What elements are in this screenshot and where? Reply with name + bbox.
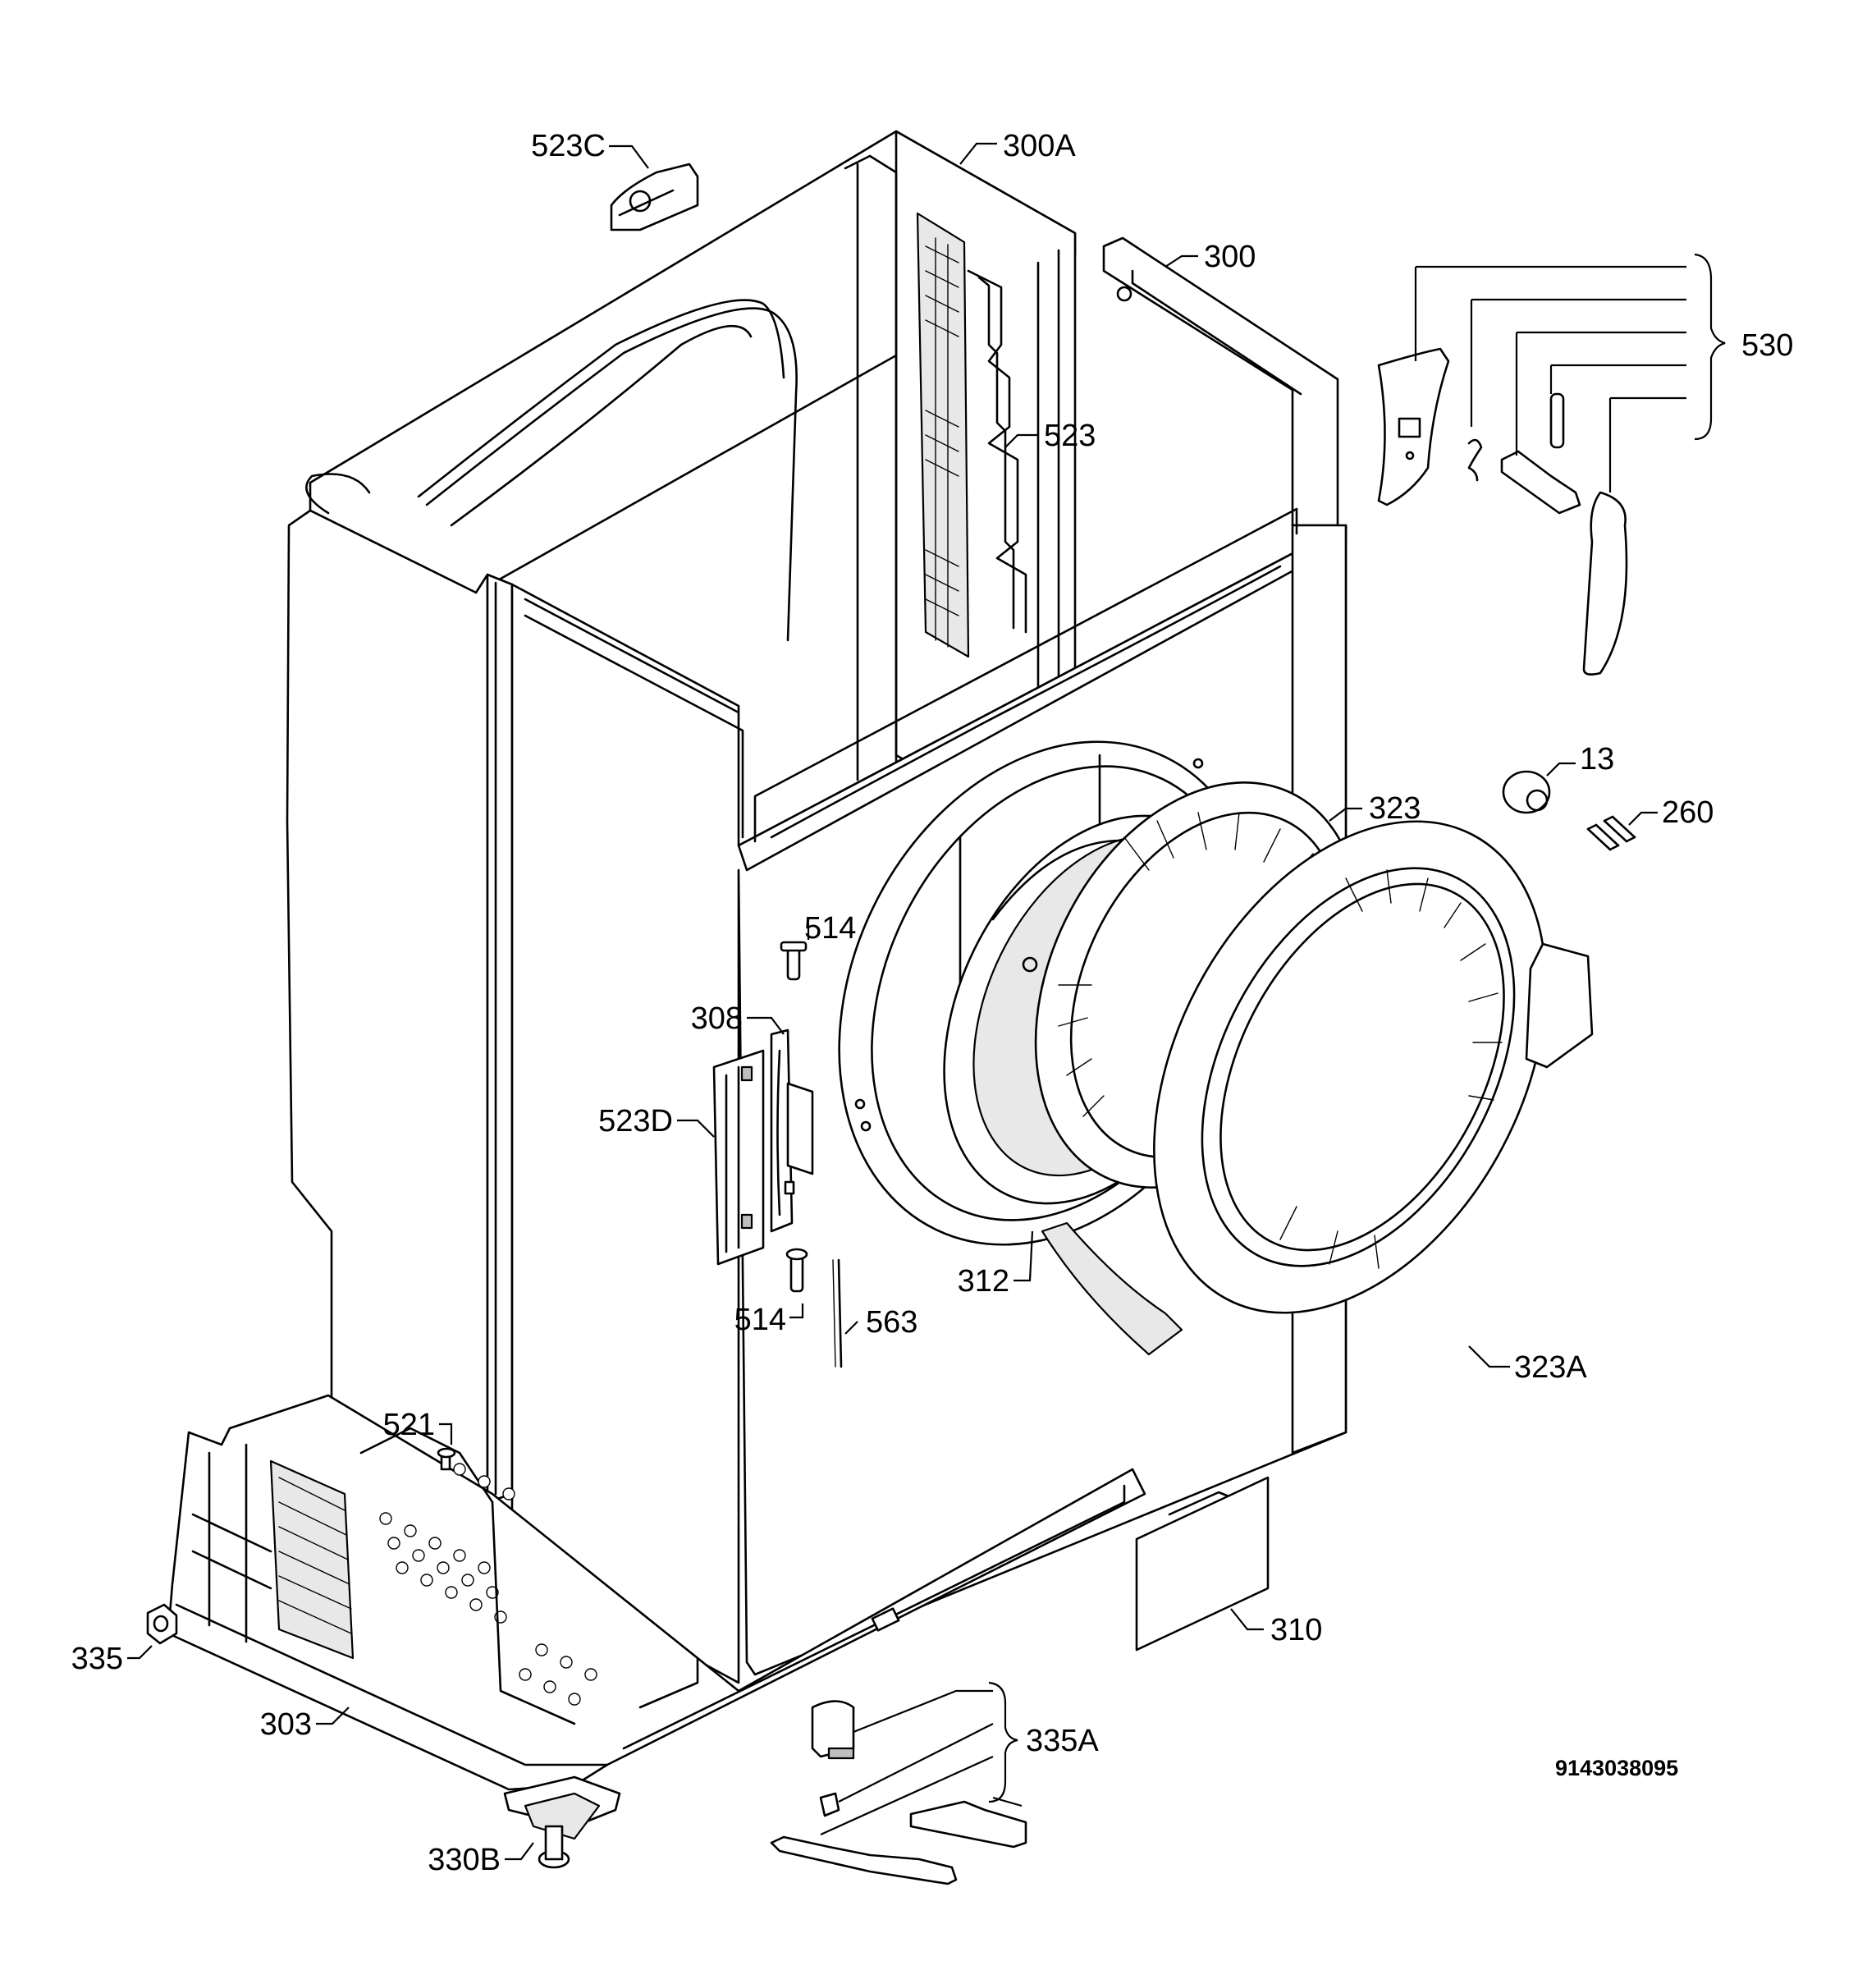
callout-312: 312 (958, 1264, 1009, 1299)
callout-563: 563 (866, 1305, 917, 1340)
hinge-308 (770, 1029, 814, 1233)
callout-530: 530 (1741, 328, 1793, 363)
callout-323A: 323A (1514, 1350, 1587, 1385)
door-lock-530 (1377, 347, 1628, 676)
spring-260 (1586, 815, 1636, 851)
screw-514-bottom (785, 1248, 808, 1293)
bracket-523D (712, 1049, 765, 1266)
callout-308: 308 (691, 1001, 743, 1036)
cover-310 (1135, 1476, 1270, 1652)
screw-521 (437, 1447, 456, 1471)
callout-521: 521 (383, 1408, 435, 1442)
kit-335A (770, 1700, 1027, 1885)
callout-260: 260 (1662, 795, 1714, 830)
callout-labels: 523C 300A 300 530 523 13 323 260 514 308… (71, 129, 1794, 1877)
leader-lines (127, 142, 1726, 1861)
nut-335 (146, 1603, 178, 1645)
base-303 (167, 1394, 1146, 1791)
clip-523C (610, 163, 699, 231)
bushing-13 (1502, 770, 1551, 814)
callout-303: 303 (260, 1707, 312, 1742)
callout-523C: 523C (531, 129, 606, 163)
screw-514-top (780, 941, 808, 981)
door-ring-323A (1153, 820, 1594, 1314)
callout-523D: 523D (598, 1104, 673, 1138)
rod-563 (837, 1258, 843, 1368)
callout-330B: 330B (428, 1843, 501, 1877)
callout-514-bottom: 514 (734, 1303, 786, 1337)
callout-514-top: 514 (804, 911, 856, 946)
callout-335: 335 (71, 1642, 123, 1676)
document-number: 9143038095 (1555, 1756, 1678, 1780)
callout-323: 323 (1369, 791, 1421, 826)
callout-300: 300 (1204, 240, 1256, 274)
callout-523: 523 (1044, 419, 1096, 453)
callout-310: 310 (1270, 1613, 1322, 1647)
callout-300A: 300A (1003, 129, 1076, 163)
foot-330B (503, 1775, 621, 1869)
duct-523 (916, 212, 1027, 658)
callout-335A: 335A (1026, 1724, 1099, 1758)
callout-13: 13 (1580, 742, 1614, 777)
